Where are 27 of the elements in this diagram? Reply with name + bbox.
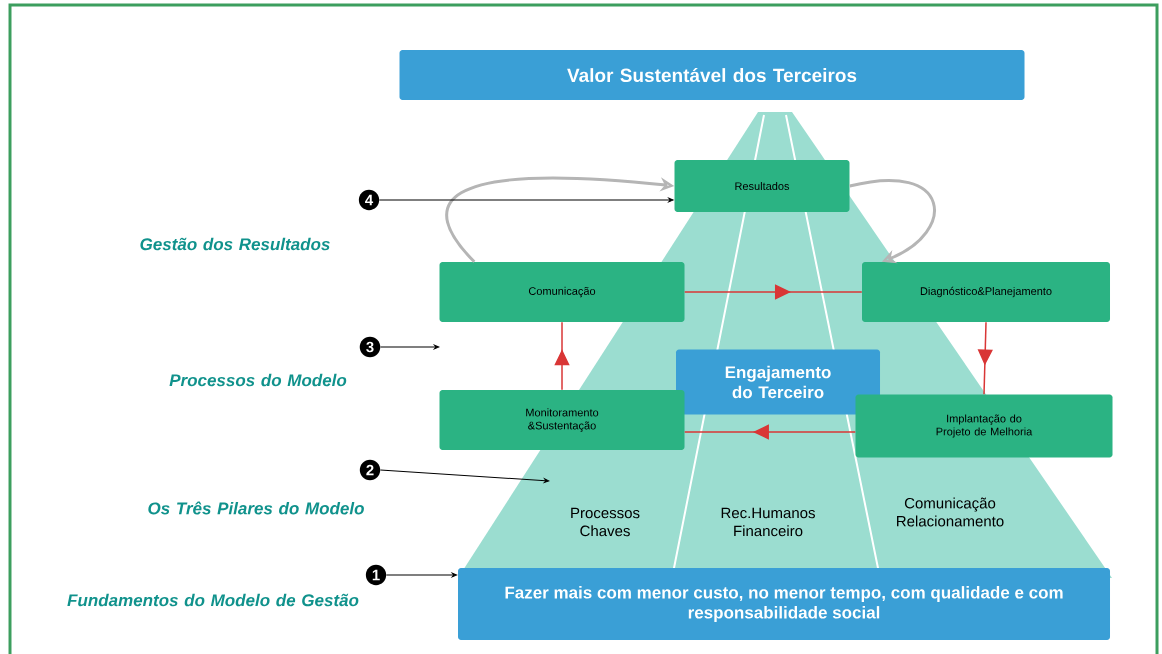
section-heading: Os Três Pilares do Modelo [148, 501, 364, 515]
cycle-arrow [683, 284, 863, 300]
arrow [378, 197, 674, 203]
section-heading: Fundamentos do Modelo de Gestão [67, 593, 359, 607]
curved-arrow [849, 179, 936, 264]
title-bar: Valor Sustentável dos Terceiros [399, 50, 1025, 100]
process-box: Monitoramento &Sustentação [439, 390, 685, 450]
section-heading: Gestão dos Resultados [140, 237, 330, 251]
arrow [385, 572, 458, 578]
cycle-arrow [683, 424, 857, 440]
arrow [379, 344, 440, 350]
process-box: Comunicação [439, 262, 685, 322]
section-heading: Processos do Modelo [169, 373, 347, 387]
process-box: Diagnóstico&Planejamento [862, 262, 1110, 322]
pillar-label: Comunicação Relacionamento [897, 497, 1004, 527]
pillar-label: Rec.Humanos Financeiro [721, 507, 815, 537]
callout-number: 2 [359, 459, 381, 481]
center-box: Engajamento do Terceiro [676, 349, 880, 415]
pillar-label: Processos Chaves [571, 507, 640, 537]
callout-number: 4 [358, 189, 380, 211]
process-box: Resultados [674, 160, 850, 212]
cycle-arrow [554, 321, 570, 391]
callout-number: 1 [365, 564, 387, 586]
callout-number: 3 [359, 336, 381, 358]
foundation-bar: Fazer mais com menor custo, no menor tempo, com qualidade e com responsabilidade social [458, 568, 1110, 640]
process-box: Implantação do Projeto de Melhoria [855, 394, 1113, 458]
arrow [379, 469, 550, 483]
